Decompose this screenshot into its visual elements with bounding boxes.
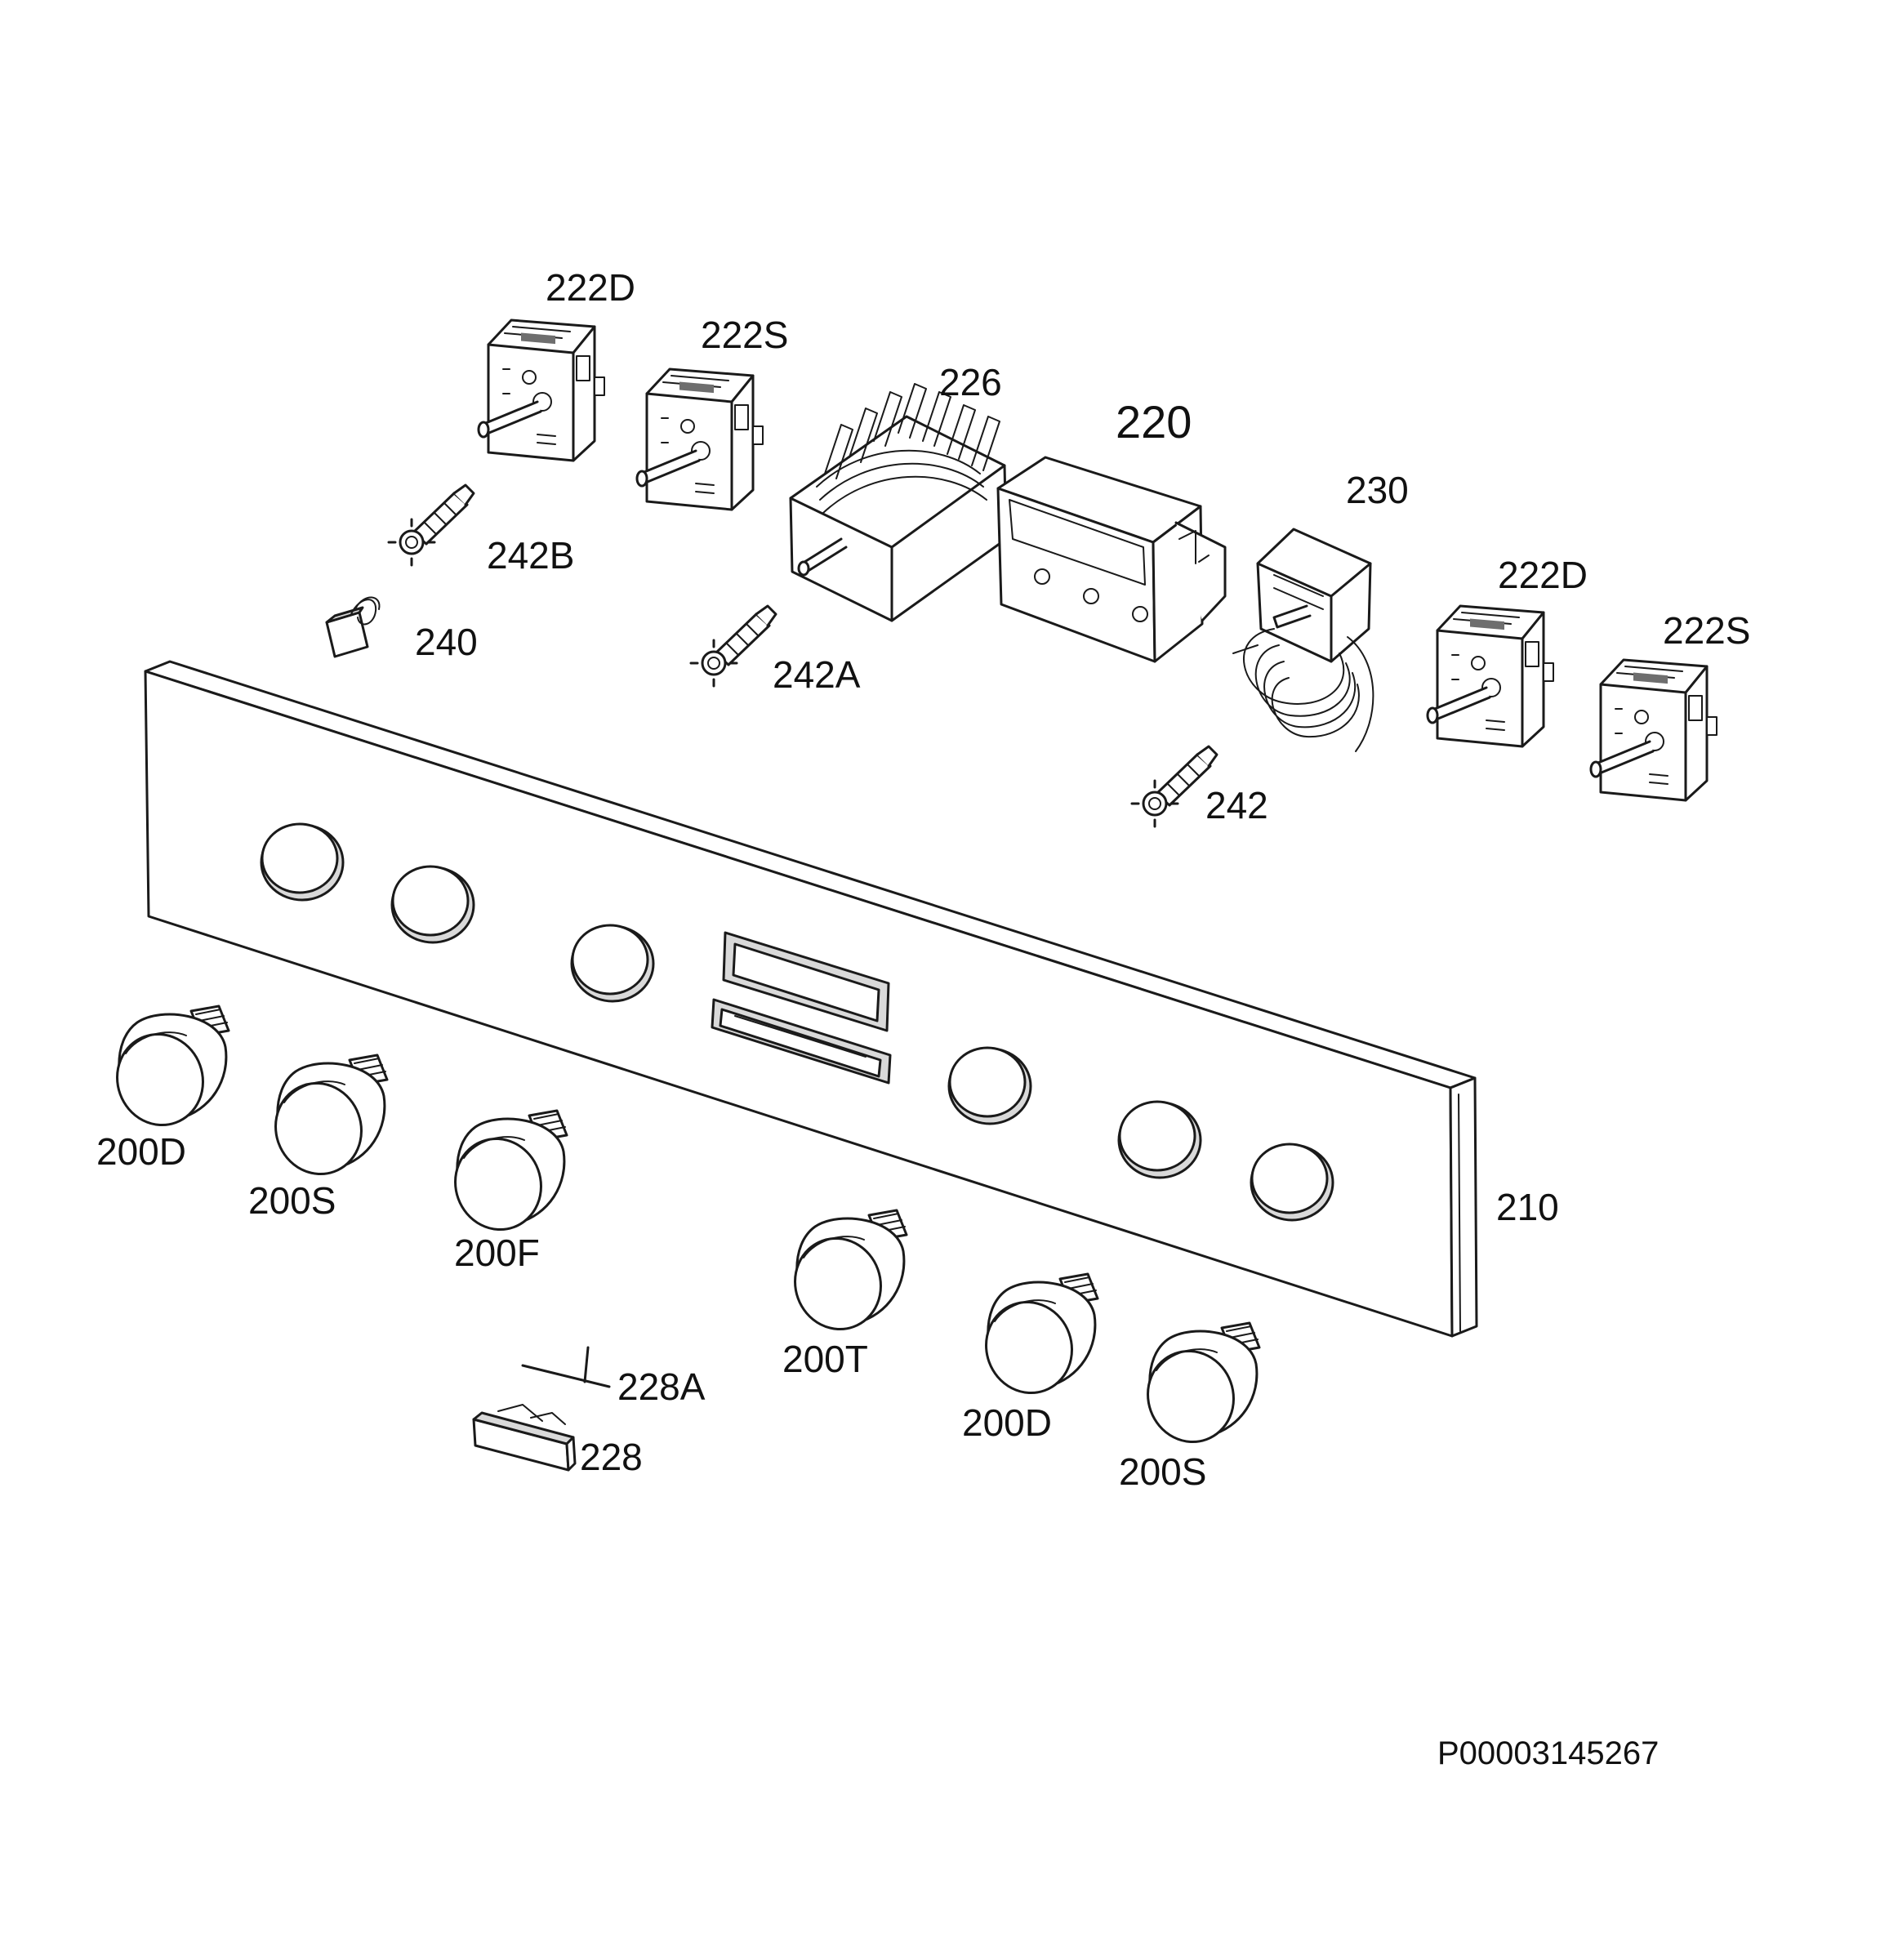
label-222d-top: 222D — [546, 266, 635, 309]
button-228 — [472, 1404, 577, 1472]
label-200d-right: 200D — [962, 1401, 1052, 1444]
energy-regulator-222s-right — [1589, 658, 1718, 802]
label-222s-top: 222S — [701, 314, 788, 356]
label-240: 240 — [415, 621, 478, 663]
label-230: 230 — [1346, 469, 1409, 511]
knob-200d-left — [103, 1004, 230, 1138]
label-200s-right: 200S — [1119, 1450, 1206, 1493]
knob-200s-right — [1134, 1321, 1261, 1455]
panel-hole-4 — [947, 1046, 1032, 1125]
label-200f: 200F — [454, 1232, 540, 1274]
label-228a: 228A — [617, 1365, 706, 1408]
label-200d-left: 200D — [96, 1130, 186, 1173]
panel-hole-5 — [1117, 1100, 1202, 1179]
button-slot — [711, 998, 892, 1085]
label-222d-right: 222D — [1498, 554, 1588, 596]
knob-200t — [781, 1209, 908, 1343]
energy-regulator-222d-right — [1426, 604, 1555, 748]
control-panel-210 — [144, 660, 1478, 1338]
document-id: P00003145267 — [1437, 1735, 1659, 1771]
pin-228a — [521, 1346, 611, 1388]
thermostat-230 — [1232, 528, 1374, 752]
panel-hole-6 — [1250, 1143, 1334, 1222]
label-242: 242 — [1205, 784, 1268, 826]
lamp-holder-242a — [689, 604, 777, 688]
lamp-holder-242 — [1130, 745, 1218, 828]
label-200s-left: 200S — [248, 1179, 336, 1222]
label-210: 210 — [1496, 1186, 1559, 1228]
label-226: 226 — [939, 361, 1002, 403]
label-220: 220 — [1116, 396, 1192, 448]
label-242a: 242A — [773, 653, 861, 696]
label-222s-right: 222S — [1663, 609, 1750, 652]
energy-regulator-222d-top — [477, 318, 606, 462]
selector-switch-226 — [789, 383, 1008, 622]
display-window — [722, 931, 890, 1032]
knob-200s-left — [261, 1054, 389, 1187]
programmer-timer-220 — [996, 456, 1227, 663]
energy-regulator-222s-top — [635, 368, 764, 511]
label-242b: 242B — [487, 534, 574, 577]
lamp-240 — [325, 596, 381, 658]
label-200t: 200T — [782, 1338, 868, 1380]
knob-200d-right — [972, 1272, 1099, 1406]
panel-hole-2 — [390, 865, 475, 944]
panel-hole-1 — [260, 822, 345, 902]
knob-200f — [441, 1109, 568, 1243]
label-228: 228 — [580, 1436, 643, 1478]
lamp-holder-242b — [387, 483, 475, 567]
panel-hole-3 — [570, 924, 655, 1003]
